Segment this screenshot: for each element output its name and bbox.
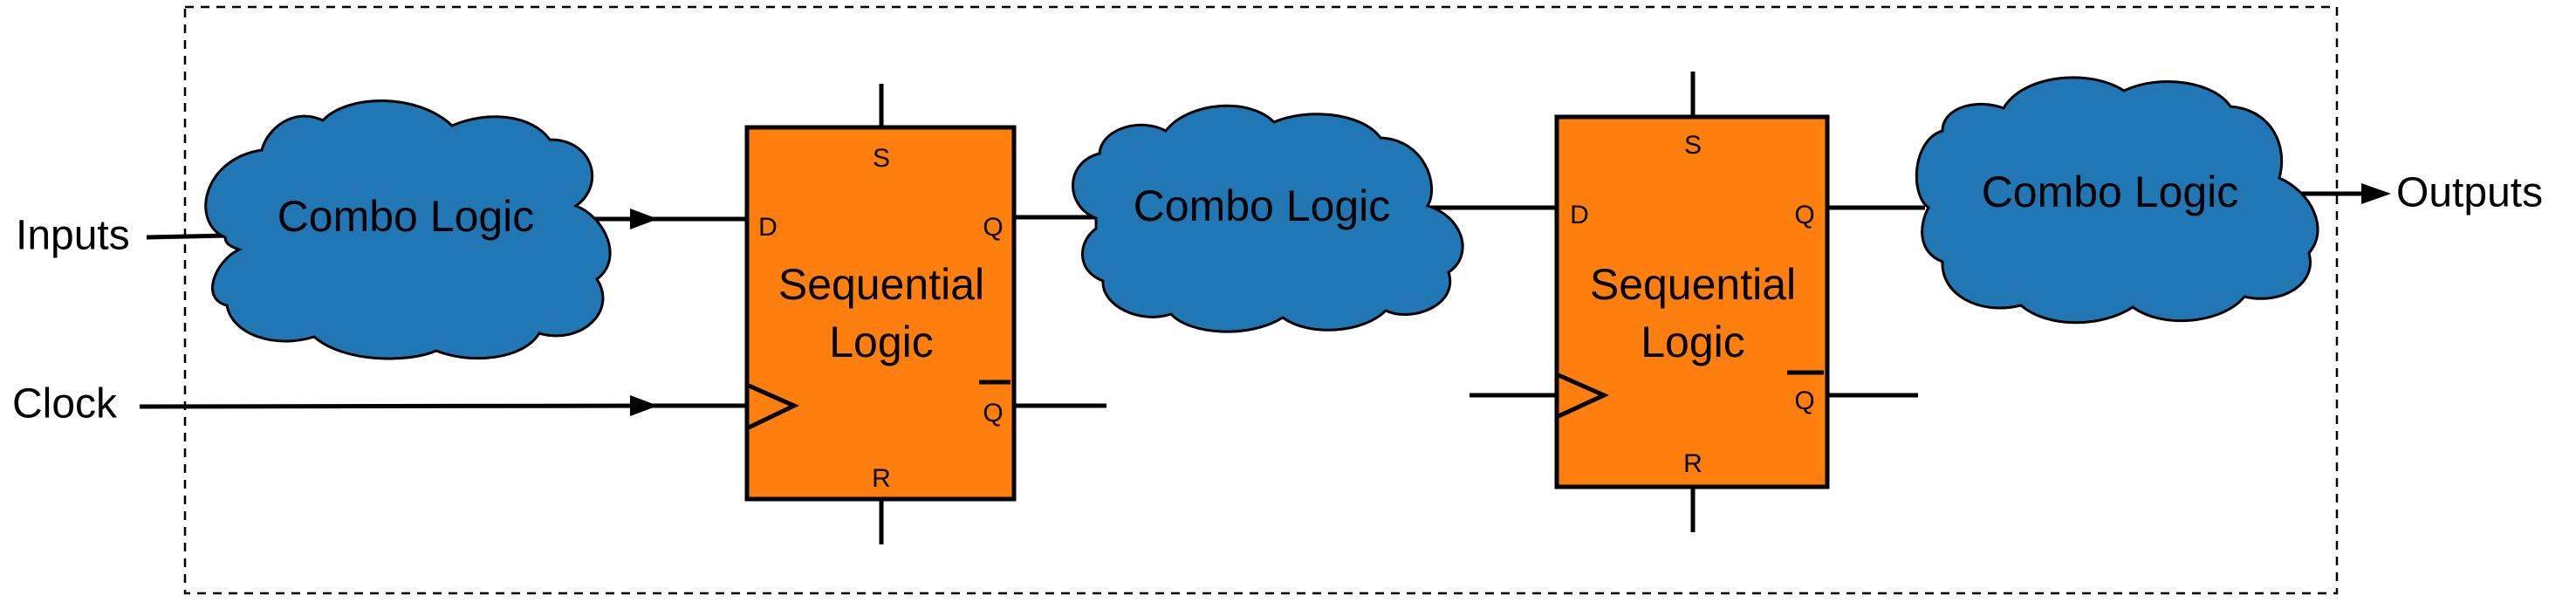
ff1-set-label: S bbox=[873, 144, 890, 173]
ff2-clock-triangle bbox=[1557, 373, 1610, 419]
cloud-2-label: Combo Logic bbox=[1134, 181, 1391, 230]
ff2-q-label: Q bbox=[1794, 201, 1814, 229]
ff2-title-line2: Logic bbox=[1641, 318, 1745, 366]
cloud1-arrowhead bbox=[630, 209, 658, 229]
ff1-qbar-label: Q bbox=[983, 399, 1003, 428]
ff1-title-line1: Sequential bbox=[778, 260, 984, 309]
inputs-label: Inputs bbox=[16, 213, 130, 259]
circuit-boundary bbox=[183, 5, 2339, 595]
inputs-wire bbox=[146, 233, 226, 240]
ff1-title-line2: Logic bbox=[829, 318, 934, 366]
ff2-title-line1: Sequential bbox=[1590, 260, 1796, 309]
clock-wire bbox=[139, 403, 657, 409]
clock-arrowhead bbox=[630, 395, 658, 416]
sequential-logic-block-1: S R D Q Q Sequential Logic bbox=[744, 125, 1017, 502]
outputs-label: Outputs bbox=[2396, 170, 2543, 216]
cloud-3-label: Combo Logic bbox=[1982, 168, 2239, 216]
ff1-clock-triangle bbox=[747, 383, 799, 430]
ff2-d-label: D bbox=[1570, 201, 1589, 229]
cloud-1-label: Combo Logic bbox=[277, 192, 535, 241]
ff2-qbar-label: Q bbox=[1794, 387, 1814, 415]
ff1-reset-label: R bbox=[872, 464, 891, 493]
combo-logic-cloud-2: Combo Logic bbox=[1072, 104, 1464, 333]
sequential-logic-block-2: S R D Q Q Sequential Logic bbox=[1554, 114, 1830, 489]
combo-logic-cloud-1: Combo Logic bbox=[204, 99, 612, 360]
wires bbox=[139, 72, 2391, 544]
ff2-set-label: S bbox=[1684, 131, 1702, 160]
clock-label: Clock bbox=[12, 381, 118, 428]
outputs-arrowhead bbox=[2361, 183, 2391, 204]
ff1-d-label: D bbox=[758, 213, 778, 242]
combo-logic-cloud-3: Combo Logic bbox=[1915, 76, 2319, 325]
ff2-reset-label: R bbox=[1683, 449, 1702, 478]
ff1-q-label: Q bbox=[983, 213, 1003, 242]
